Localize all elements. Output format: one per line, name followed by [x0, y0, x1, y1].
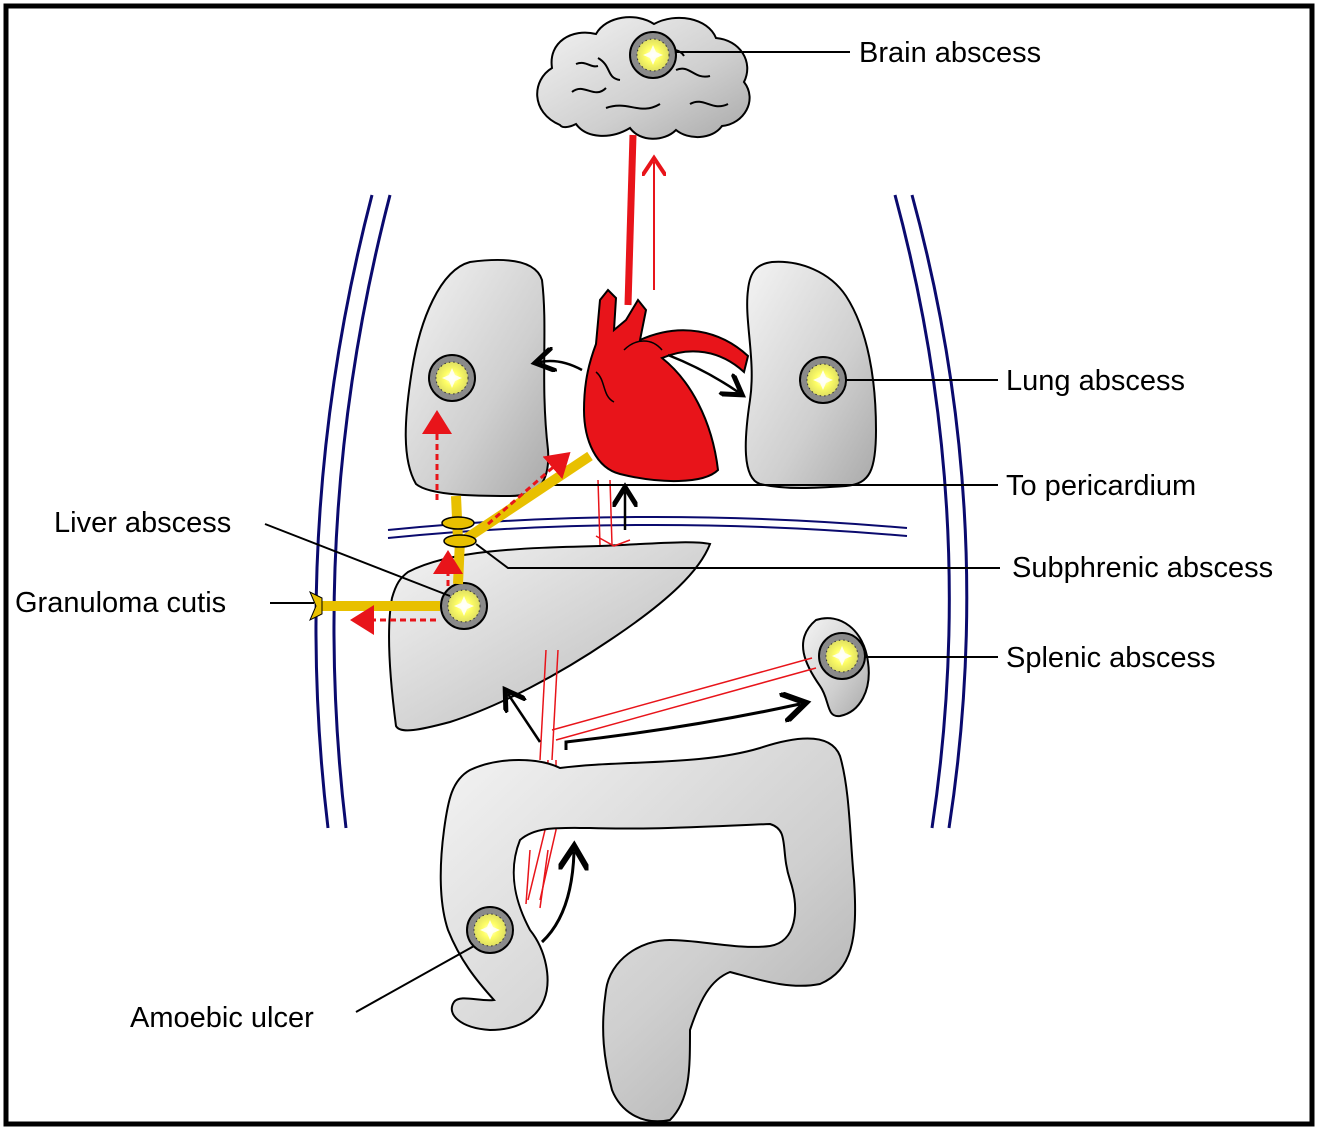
granuloma-cutis-label: Granuloma cutis	[15, 587, 226, 619]
lung-abscess-label: Lung abscess	[1006, 365, 1185, 397]
brain-abscess-label: Brain abscess	[859, 37, 1041, 69]
liver-abscess-label: Liver abscess	[54, 507, 231, 539]
to-pericardium-label: To pericardium	[1006, 470, 1196, 502]
splenic-abscess-label: Splenic abscess	[1006, 642, 1216, 674]
amoebic-ulcer-label: Amoebic ulcer	[130, 1002, 314, 1034]
left-lung-organ	[406, 260, 549, 496]
brain-organ	[537, 17, 749, 139]
right-lung-organ	[746, 262, 876, 488]
heart-organ	[584, 290, 748, 481]
colon-to-portal-arrow	[542, 852, 574, 942]
spleen-organ	[803, 618, 869, 716]
heart-to-left-lung-arrow	[540, 361, 582, 370]
to-liver-arrow	[508, 694, 540, 742]
body-wall-right	[895, 195, 967, 828]
carotid-vessel	[628, 135, 633, 305]
liver-organ	[389, 542, 710, 730]
vena-cava-vessel	[598, 480, 612, 545]
subphrenic-abscess-label: Subphrenic abscess	[1012, 552, 1273, 584]
colon-organ	[441, 739, 855, 1122]
body-wall-left	[316, 195, 390, 828]
